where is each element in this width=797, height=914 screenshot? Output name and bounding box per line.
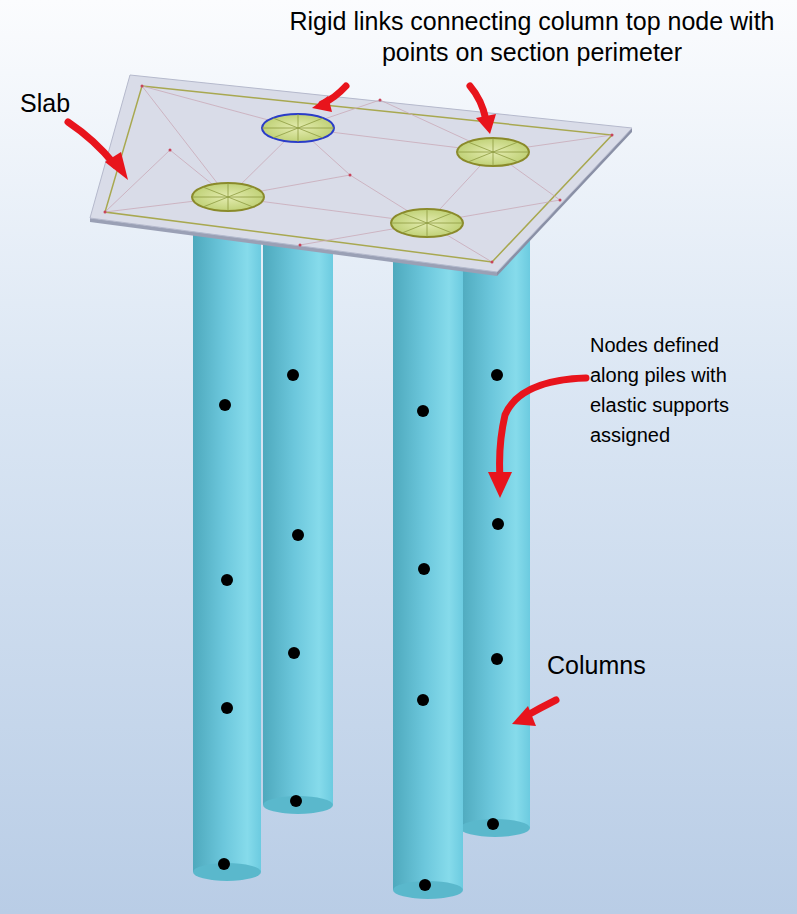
arrow-head bbox=[105, 96, 536, 726]
pile-column bbox=[193, 230, 261, 881]
pile-column bbox=[393, 240, 463, 899]
slab bbox=[90, 75, 632, 276]
pile-column bbox=[263, 230, 333, 814]
callout-label: Columns bbox=[547, 650, 687, 681]
pile-column bbox=[460, 230, 530, 837]
callout-label: Nodes defined along piles with elastic s… bbox=[590, 330, 765, 450]
leader-arrow bbox=[68, 86, 586, 716]
support-node bbox=[218, 369, 504, 891]
callout-label: Slab bbox=[20, 88, 100, 119]
rigid-link-disc bbox=[192, 114, 529, 237]
callout-label: Rigid links connecting column top node w… bbox=[262, 6, 797, 69]
